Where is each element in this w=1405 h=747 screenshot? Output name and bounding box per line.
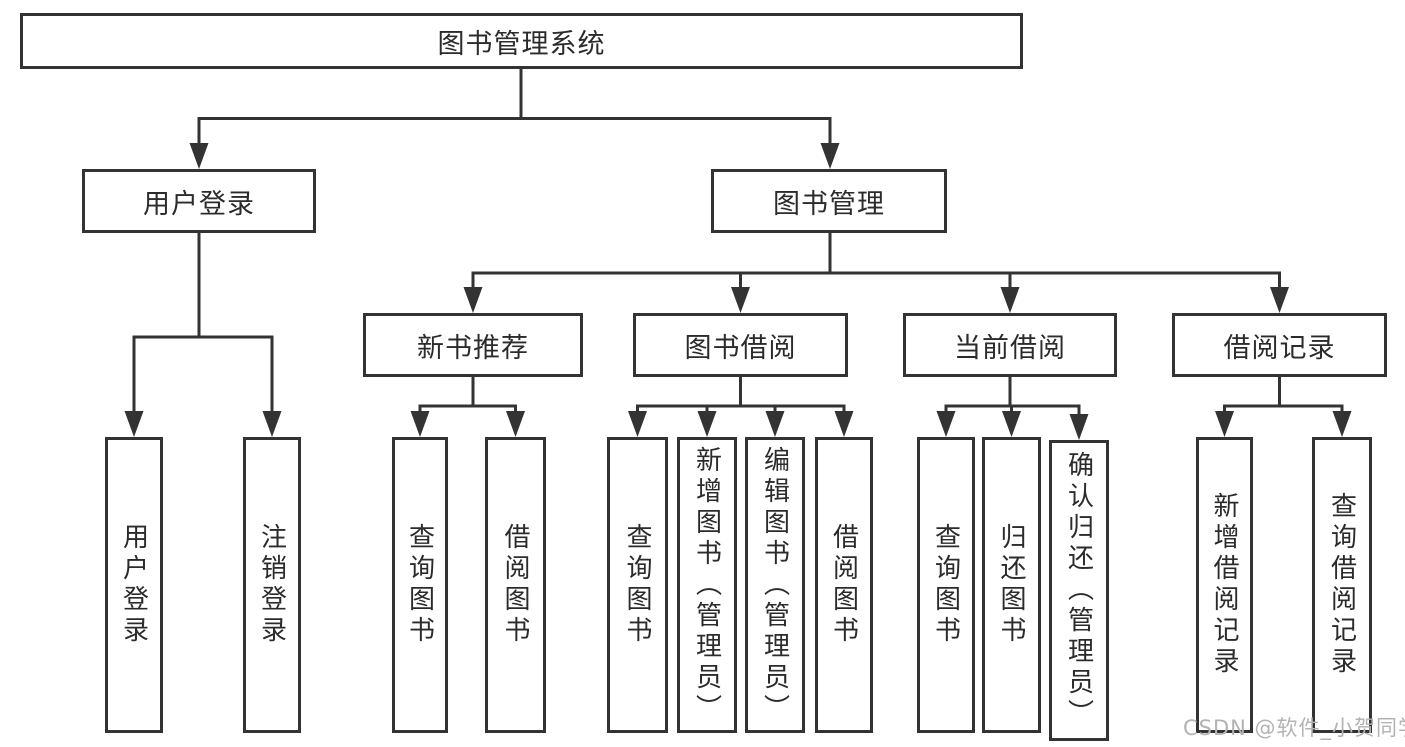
connector-borrow-records-split bbox=[1223, 377, 1344, 414]
leaf-borrow-books: 借阅图书 bbox=[815, 437, 873, 733]
connector-book-borrow-split bbox=[636, 377, 846, 414]
connector-book-management-split bbox=[471, 233, 1281, 290]
leaf-borrow-books: 借阅图书 bbox=[485, 437, 546, 733]
arrowheads bbox=[124, 143, 1352, 440]
leaf-add-borrow-record: 新增借阅记录 bbox=[1196, 437, 1253, 733]
node-library-management-system: 图书管理系统 bbox=[20, 13, 1023, 69]
leaf-user-login: 用户登录 bbox=[105, 437, 163, 733]
node-book-management: 图书管理 bbox=[711, 169, 947, 233]
leaf-edit-books-admin: 编辑图书（管理员） bbox=[745, 437, 805, 733]
leaf-query-books: 查询图书 bbox=[392, 437, 448, 733]
node-current-borrowing: 当前借阅 bbox=[903, 313, 1117, 377]
connector-user-login-split bbox=[132, 233, 274, 414]
leaf-confirm-return-admin: 确认归还（管理员） bbox=[1049, 440, 1109, 741]
leaf-query-borrow-record: 查询借阅记录 bbox=[1312, 437, 1372, 733]
node-borrowing-records: 借阅记录 bbox=[1172, 313, 1387, 377]
csdn-watermark: CSDN @软件_小贺同学 bbox=[1183, 716, 1405, 740]
leaf-query-books: 查询图书 bbox=[607, 437, 668, 733]
leaf-return-books: 归还图书 bbox=[982, 437, 1041, 733]
leaf-logout: 注销登录 bbox=[243, 437, 301, 733]
node-user-login: 用户登录 bbox=[82, 169, 316, 233]
leaf-add-books-admin: 新增图书（管理员） bbox=[677, 437, 737, 733]
connector-current-borrow-split bbox=[944, 377, 1081, 416]
node-book-borrowing: 图书借阅 bbox=[633, 313, 848, 377]
leaf-query-books: 查询图书 bbox=[917, 437, 975, 733]
connector-root-split bbox=[197, 68, 832, 146]
node-new-book-recommend: 新书推荐 bbox=[363, 313, 583, 377]
connector-new-book-split bbox=[418, 377, 517, 414]
